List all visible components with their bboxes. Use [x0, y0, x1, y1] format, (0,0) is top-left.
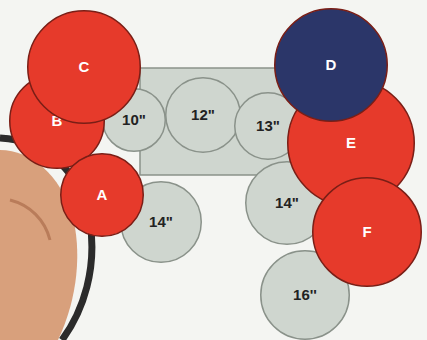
cymbal: D: [274, 8, 388, 122]
drum-label: 14": [275, 195, 299, 212]
hand-crease: [10, 200, 50, 240]
circle-shape: [121, 182, 202, 263]
drum-label: 12": [191, 107, 215, 124]
circle-shape: [28, 11, 141, 124]
drum-label: 14": [149, 214, 173, 231]
cymbal: A: [60, 153, 144, 237]
drum-label: F: [362, 224, 371, 241]
circle-shape: [166, 78, 241, 153]
circle-shape: [313, 178, 422, 287]
drum-label: D: [326, 57, 337, 74]
text-holder: C: [27, 10, 141, 124]
drum-label: 10": [122, 112, 146, 129]
drum-label: E: [346, 135, 356, 152]
cymbal: F: [312, 177, 422, 287]
drum-label: 13": [256, 118, 280, 135]
circle-shape: [261, 251, 350, 340]
text-holder: D: [274, 8, 388, 122]
drum-label: C: [79, 59, 90, 76]
text-holder: F: [312, 177, 422, 287]
text-holder: A: [60, 153, 144, 237]
text-holder: 12": [165, 77, 241, 153]
drum-label: A: [97, 187, 108, 204]
tom-drum: 12": [165, 77, 241, 153]
drum-label: 16'': [293, 287, 317, 304]
circle-shape: [10, 74, 105, 169]
cymbal: C: [27, 10, 141, 124]
circle-shape: [275, 9, 388, 122]
circle-shape: [61, 154, 144, 237]
circle-shape: [103, 89, 166, 152]
